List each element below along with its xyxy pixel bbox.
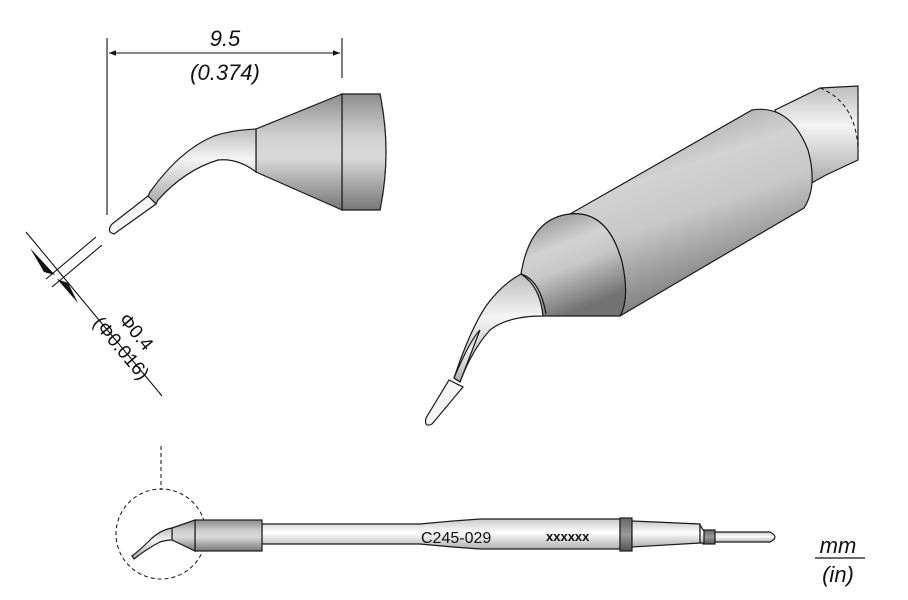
length-mm-label: 9.5 [210,26,241,51]
shaft-thin-section [631,520,701,548]
iso-bent-neck [453,273,544,383]
units-secondary: (in) [822,562,854,587]
shaft-band-1 [619,517,633,552]
full-length-view: C245-029 xxxxxx [115,446,776,580]
mini-cone [171,519,196,552]
iso-main-cylinder [569,108,813,317]
units-primary: mm [820,533,857,558]
shaft-band-2 [702,529,716,545]
tip-cone [255,93,343,211]
diameter-leader-line [25,231,163,397]
iso-cone-edge [520,273,547,315]
iso-cone [520,213,627,317]
tip-tinned-end [108,195,157,235]
break-line [379,93,387,211]
tip-base-cylinder [341,93,387,211]
diameter-arrow-top [30,248,55,275]
length-inch-label: (0.374) [190,60,260,85]
tip-bent-neck [147,128,257,206]
diameter-dimension: Φ0.4 (Φ0.016) [25,231,163,397]
shaft-end-pin [714,531,776,543]
side-view-tip [106,38,387,235]
iso-neck-shade [453,329,481,383]
isometric-view-tip [425,85,859,426]
iso-tinned-end [425,379,464,426]
tip-sleeve [194,519,263,552]
part-number-label: C245-029 [421,530,491,547]
mini-bent-neck [131,527,173,560]
iso-break-line [819,87,859,161]
diameter-arrow-bottom [57,279,78,303]
serial-placeholder-label: xxxxxx [546,529,590,544]
diameter-extension-2 [51,244,103,288]
diameter-extension-1 [45,236,97,280]
shaft-step [699,523,705,544]
units-legend: mm (in) [815,533,865,587]
